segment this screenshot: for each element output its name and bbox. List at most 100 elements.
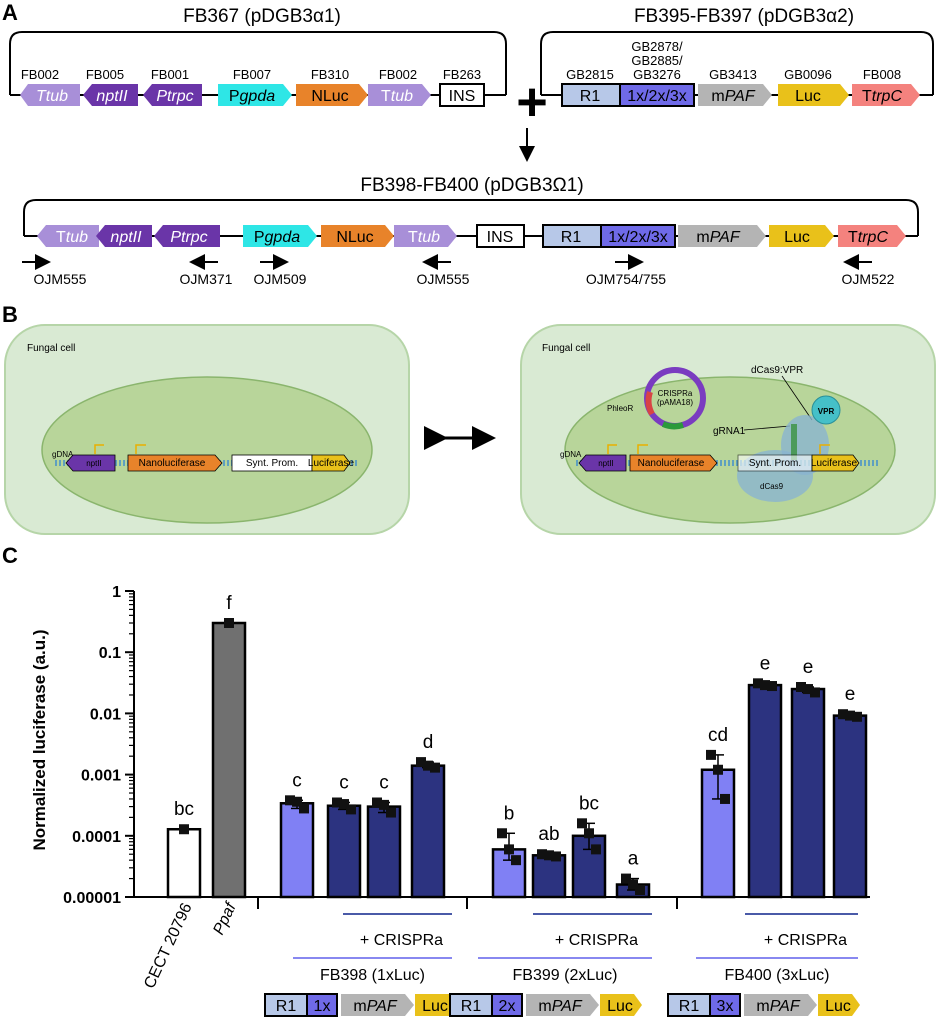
part-code: FB310 (311, 67, 349, 82)
gene-luciferase (811, 454, 860, 472)
bar (326, 804, 362, 899)
gene-label: Nanoluciferase (139, 458, 206, 469)
gene-label: Nanoluciferase (638, 458, 705, 469)
data-point (372, 797, 382, 808)
part-label: nptII (110, 229, 142, 246)
bar (211, 621, 247, 899)
part-label: Luc (795, 88, 821, 105)
construct-label: Luc (422, 998, 448, 1015)
crispra-label: CRISPRa (658, 389, 693, 398)
data-point (628, 879, 638, 890)
bar (747, 683, 783, 899)
right-plasmid-title: FB395-FB397 (pDGB3α2) (634, 6, 854, 27)
construct-label: mPAF (538, 998, 582, 1015)
primer-label: OJM509 (254, 271, 307, 287)
group-label: FB400 (3xLuc) (725, 967, 830, 984)
vpr-domain (811, 395, 841, 425)
part-code: GB2878/ (631, 39, 683, 54)
data-point (838, 709, 848, 720)
part-code: FB007 (233, 67, 271, 82)
significance-letter: bc (174, 799, 194, 820)
grna-cassette (661, 421, 684, 430)
part-label: INS (449, 88, 476, 105)
fungal-cell-right: Fungal cell CRISPRa (pAMA18) PhleoR dCas… (520, 324, 936, 535)
promoter-arrow (94, 444, 104, 454)
group-label: FB398 (1xLuc) (320, 967, 425, 984)
bar (166, 827, 202, 899)
leader-line (743, 425, 791, 431)
part-nluc (296, 84, 368, 106)
gdna-label: gDNA (52, 450, 74, 459)
y-axis-label: Normalized luciferase (a.u.) (30, 629, 49, 850)
data-point (584, 828, 594, 839)
data-point (346, 804, 356, 815)
part-label: Ttub (381, 88, 413, 105)
part-ins (439, 83, 485, 107)
crispra-label: + CRISPRa (555, 932, 638, 949)
part-mpaf (698, 84, 772, 106)
part-label: mPAF (711, 88, 755, 105)
construct-label: R1 (276, 998, 297, 1015)
significance-letter: cd (708, 725, 728, 746)
part-ttub (20, 84, 80, 106)
gene-nanoluciferase (127, 454, 223, 472)
part-code: GB0096 (784, 67, 832, 82)
leader-line (781, 375, 813, 421)
left-backbone (9, 31, 507, 95)
significance-letter: c (292, 770, 302, 791)
part-code: GB3413 (709, 67, 757, 82)
data-point (537, 849, 547, 860)
construct-luc (415, 994, 457, 1016)
construct-luc (818, 994, 860, 1016)
part-label: Ttub (36, 88, 68, 105)
data-point (224, 618, 234, 629)
dcas9vpr-label: dCas9:VPR (751, 365, 803, 376)
vpr-label: VPR (818, 407, 835, 416)
part-label: Pgpda (254, 229, 300, 246)
part-nptii (96, 225, 152, 247)
grna-strand (791, 424, 797, 460)
phleo-cassette (645, 391, 655, 416)
data-point (551, 851, 561, 862)
part-mpaf (678, 225, 766, 247)
data-point (852, 711, 862, 722)
construct-label: R1 (461, 998, 482, 1015)
bar (790, 687, 826, 899)
gene-nanoluciferase (629, 454, 718, 472)
cell-label: Fungal cell (27, 343, 75, 354)
group-label: FB399 (2xLuc) (513, 967, 618, 984)
data-point (292, 796, 302, 807)
product-plasmid-title: FB398-FB400 (pDGB3Ω1) (360, 175, 583, 196)
plus-sign: + (516, 72, 548, 132)
panel-label-b: B (2, 302, 18, 327)
data-point (299, 803, 309, 814)
significance-letter: e (845, 684, 856, 705)
data-point (796, 682, 806, 693)
part-ptrpc (143, 84, 202, 106)
gene-luciferase (311, 454, 351, 472)
category-label: Ppaf (210, 899, 240, 937)
part-nptii (83, 84, 138, 106)
data-point (544, 850, 554, 861)
data-point (767, 681, 777, 692)
data-point (753, 678, 763, 689)
data-point (706, 749, 716, 760)
data-point (423, 760, 433, 771)
part-label: Ptrpc (170, 229, 207, 246)
data-point (713, 764, 723, 775)
right-plasmid: FB395-FB397 (pDGB3α2) GB2815 R1 GB2878/ … (540, 6, 934, 107)
part-label: Luc (784, 229, 810, 246)
part-label: mPAF (696, 229, 740, 246)
gene-label: Synt. Prom. (749, 458, 801, 469)
promoter-arrow (637, 444, 648, 454)
panel-label-c: C (2, 543, 18, 568)
data-point (577, 818, 587, 829)
left-plasmid-title: FB367 (pDGB3α1) (183, 6, 341, 27)
promoter-arrow (819, 444, 830, 454)
construct-label: 2x (499, 998, 516, 1015)
cell-label: Fungal cell (542, 343, 590, 354)
construct-label: mPAF (353, 998, 397, 1015)
significance-letter: c (379, 773, 389, 794)
data-point (416, 757, 426, 768)
promoter-arrow (607, 444, 617, 454)
